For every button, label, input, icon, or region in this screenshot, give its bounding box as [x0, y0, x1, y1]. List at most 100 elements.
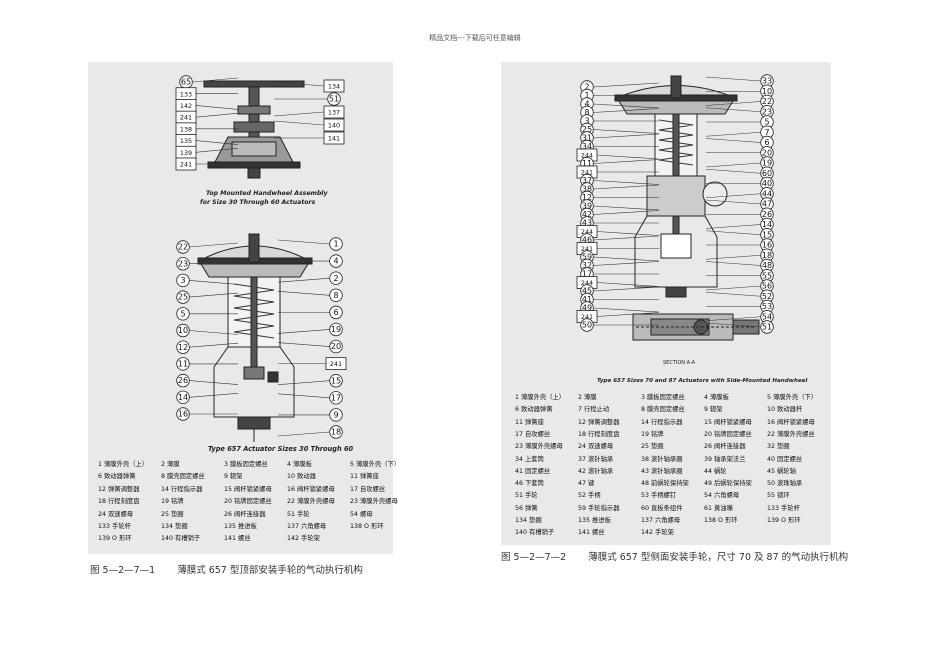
- legend-item: 14 行程指示器: [641, 418, 683, 426]
- leader-line: [705, 230, 761, 236]
- callout-label: 15: [331, 376, 341, 385]
- callout-3: 3: [176, 273, 190, 288]
- leader-line: [189, 393, 239, 398]
- leader-line: [596, 154, 660, 160]
- callout-133: 133: [175, 87, 197, 101]
- legend-item: 142 手轮架: [641, 529, 674, 537]
- leader-line: [705, 162, 761, 168]
- legend-item: 34 上套筒: [515, 455, 544, 463]
- callout-label: 14: [762, 220, 772, 229]
- callout-label: 50: [582, 321, 592, 330]
- legend-item: 44 蜗轮: [704, 467, 727, 475]
- callout-label: 244: [581, 228, 593, 236]
- legend-item: 38 滚针轴承圈: [641, 455, 683, 463]
- legend-item: 52 手柄: [578, 492, 601, 500]
- legend-item: 16 阀杆锁紧螺母: [767, 418, 815, 426]
- legend-item: 15 阀杆锁紧螺母: [224, 485, 272, 493]
- callout-6: 6: [329, 305, 343, 320]
- legend-item: 49 后蜗轮保持架: [704, 480, 752, 488]
- legend-item: 138 O 形环: [704, 517, 738, 524]
- callout-label: 11: [582, 159, 592, 168]
- callout-label: 135: [180, 137, 192, 145]
- callout-label: 4: [333, 257, 338, 266]
- legend-item: 5 薄膜外壳（下）: [350, 461, 401, 468]
- legend-item: 3 膜板固定螺丝: [641, 394, 685, 401]
- callout-1: 1: [329, 237, 343, 251]
- callout-5: 5: [760, 115, 774, 129]
- callout-label: 241: [581, 169, 593, 177]
- left-diagram: 6513314224113813513924113451137140141222…: [175, 75, 347, 442]
- right-diagram: 2148325313424411241373812394243244462415…: [576, 74, 774, 341]
- legend-item: 133 手轮杆: [767, 504, 800, 512]
- callout-label: 18: [762, 251, 772, 260]
- callout-label: 16: [178, 410, 188, 419]
- callout-label: 26: [762, 210, 772, 219]
- legend-item: 12 弹簧调整器: [578, 418, 620, 426]
- leader-line: [593, 180, 660, 185]
- leader-line: [705, 316, 761, 322]
- leader-line: [705, 107, 761, 113]
- callout-5: 5: [176, 307, 190, 321]
- left-caption-number: 图 5—2—7—1: [90, 565, 156, 576]
- legend-item: 6 致动器弹簧: [515, 406, 553, 414]
- legend-item: 12 弹簧调整器: [98, 485, 140, 493]
- callout-label: 137: [328, 109, 340, 117]
- legend-item: 17 自攻螺丝: [350, 485, 386, 493]
- legend-item: 142 手轮架: [287, 535, 320, 543]
- legend-item: 48 前蜗轮保持架: [641, 480, 689, 488]
- leader-line: [593, 205, 660, 211]
- legend-item: 11 弹簧座: [515, 418, 544, 426]
- leader-line: [705, 261, 761, 266]
- callout-139: 139: [175, 145, 197, 159]
- right-callouts: 2148325313424411241373812394243244462415…: [576, 74, 774, 334]
- legend-item: 139 O 形环: [98, 535, 132, 543]
- callout-label: 26: [178, 376, 188, 385]
- leader-line: [195, 105, 239, 110]
- legend-item: 134 垫圈: [515, 517, 542, 524]
- callout-label: 3: [180, 276, 185, 285]
- left-leader-lines: [189, 77, 330, 437]
- leader-line: [705, 138, 761, 143]
- left-callouts: 6513314224113813513924113451137140141222…: [175, 75, 347, 439]
- callout-137: 137: [323, 105, 345, 119]
- callout-label: 34: [582, 142, 592, 151]
- callout-label: 12: [582, 193, 592, 202]
- callout-label: 23: [178, 259, 188, 268]
- leader-line: [189, 330, 239, 335]
- leader-line: [189, 242, 239, 248]
- legend-item: 17 自攻螺丝: [515, 430, 551, 438]
- callout-label: 134: [328, 83, 340, 91]
- legend-item: 53 手柄螺钉: [641, 492, 677, 500]
- callout-label: 47: [762, 200, 772, 209]
- callout-label: 141: [328, 135, 340, 143]
- callout-label: 22: [178, 243, 188, 252]
- leader-line: [277, 239, 330, 245]
- right-caption-text: 薄膜式 657 型侧面安装手轮，尺寸 70 及 87 的气动执行机构: [588, 552, 849, 563]
- legend-item: 32 垫圈: [767, 443, 790, 451]
- callout-label: 12: [178, 343, 188, 352]
- callout-135: 135: [175, 134, 197, 147]
- legend-item: 22 薄膜外壳螺母: [287, 498, 335, 506]
- callout-label: 10: [762, 87, 772, 96]
- callout-25: 25: [176, 290, 190, 304]
- callout-label: 48: [762, 261, 772, 270]
- callout-label: 8: [333, 291, 338, 300]
- callout-33: 33: [760, 74, 774, 88]
- callout-label: 133: [180, 90, 192, 98]
- legend-item: 6 致动器弹簧: [98, 473, 136, 481]
- side-actuator-drawing: [614, 75, 760, 341]
- callout-8: 8: [329, 288, 343, 302]
- leader-line: [596, 312, 660, 317]
- leader-line: [277, 290, 330, 296]
- legend-item: 11 弹簧座: [350, 473, 379, 481]
- legend-item: 25 垫圈: [641, 443, 664, 451]
- section-aa-label: SECTION A-A: [663, 360, 696, 366]
- legend-item: 20 铭牌固定螺丝: [224, 498, 272, 506]
- legend-item: 26 阀杆连接器: [704, 443, 746, 451]
- callout-label: 56: [762, 282, 772, 291]
- callout-label: 33: [762, 77, 772, 86]
- callout-label: 53: [762, 302, 772, 311]
- legend-item: 15 阀杆锁紧螺母: [704, 418, 752, 426]
- leader-line: [277, 431, 330, 437]
